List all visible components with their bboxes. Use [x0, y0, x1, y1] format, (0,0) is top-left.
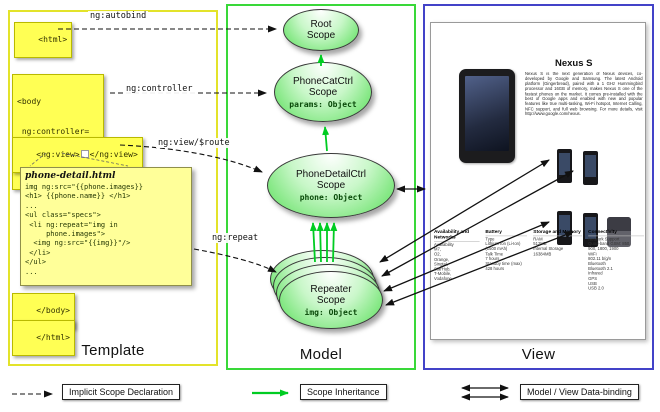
code-line: <li ng:repeat="img in [25, 220, 118, 229]
spec-body: Network Support Quad-band GSM: 850, 900,… [588, 237, 631, 291]
spec-header: Connectivity [588, 229, 644, 237]
body-open-line2: ng:controller= [17, 127, 90, 136]
view-slot-placeholder [80, 150, 89, 158]
code-line: </ul> [25, 258, 47, 267]
spec-header: Storage and Memory [533, 229, 583, 237]
body-close-text: </body> [36, 306, 70, 315]
phonecat-scope-prop: params: Object [289, 99, 357, 109]
legend-data-binding: Model / View Data-binding [520, 384, 639, 400]
html-open-text: <html> [38, 35, 68, 44]
spec-column-availability: Availability and Networks Availability M… [434, 229, 480, 292]
phone-detail-code-box: phone-detail.html img ng:src="{{phone.im… [20, 167, 192, 286]
spec-column-connectivity: Connectivity Network Support Quad-band G… [588, 229, 644, 292]
view-page-title: Nexus S [555, 58, 593, 69]
view-page-description: Nexus S is the next generation of Nexus … [525, 72, 643, 117]
model-panel-label: Model [299, 346, 343, 363]
ng-view-open-text: <ng:view> [36, 150, 80, 159]
repeater-scope-ellipse: Repeater Scope img: Object [279, 271, 383, 329]
ng-controller-label: ng:controller [124, 84, 195, 94]
legend-dashed-arrow-icon [12, 390, 53, 398]
thumbnail-screen [559, 153, 570, 175]
phone-thumbnail [557, 149, 572, 183]
view-panel-label: View [521, 346, 556, 363]
ng-autobind-label: ng:autobind [88, 11, 149, 21]
thumbnail-screen [585, 155, 596, 177]
spec-header: Availability and Networks [434, 229, 480, 242]
phone-thumbnail [583, 151, 598, 185]
root-scope-ellipse: Root Scope [283, 9, 359, 51]
legend-scope-inheritance: Scope Inheritance [300, 384, 387, 400]
phonedetail-scope-prop: phone: Object [299, 193, 363, 202]
spec-header: Battery [485, 229, 528, 237]
code-box-title: phone-detail.html [25, 171, 116, 181]
phone-thumbnail [583, 213, 598, 247]
code-line: <img ng:src="{{img}}"/> [25, 239, 131, 248]
spec-column-battery: Battery Type Lithium Ion (Li-Ion) (1500 … [485, 229, 528, 292]
phonecat-scope-ellipse: PhoneCatCtrl Scope params: Object [274, 62, 372, 122]
repeater-scope-prop: img: Object [304, 307, 358, 317]
phone-image [459, 69, 515, 163]
html-close-text: </html> [36, 333, 70, 342]
legend-implicit-scope: Implicit Scope Declaration [62, 384, 181, 400]
repeater-scope-name: Repeater Scope [310, 283, 352, 306]
phone-screen [465, 76, 509, 151]
phone-thumbnail-flip [607, 217, 631, 247]
view-page: Nexus S Nexus S is the next generation o… [430, 22, 646, 340]
code-line: phone.images"> [25, 230, 106, 239]
root-scope-name: Root Scope [306, 19, 336, 41]
phonecat-scope-name: PhoneCatCtrl Scope [292, 75, 354, 98]
code-line: ... [25, 267, 38, 276]
html-open-tag: <html> [14, 22, 73, 58]
thumbnail-screen [585, 217, 596, 239]
thumbnail-flip-lid [607, 217, 631, 231]
template-panel-label: Template [81, 342, 145, 359]
body-open-line1: <body [17, 97, 42, 106]
phonedetail-scope-name: PhoneDetailCtrl Scope [295, 169, 367, 191]
html-close-tag: </html> [12, 320, 75, 356]
spec-column-storage: Storage and Memory RAM 512MB Internal St… [533, 229, 583, 292]
ng-view-close-text: </ng:view> [89, 150, 138, 159]
code-line: </li> [25, 248, 51, 257]
legend-green-arrow-icon [252, 389, 289, 397]
code-line: ... [25, 201, 38, 210]
phonedetail-scope-ellipse: PhoneDetailCtrl Scope phone: Object [267, 153, 395, 218]
spec-body: RAM 512MB Internal Storage 16384MB [533, 237, 564, 257]
spec-body: Availability M7, O2, Orange, Singtel, St… [434, 242, 454, 282]
code-line: <h1> {{phone.name}} </h1> [25, 192, 131, 201]
code-line: img ng:src="{{phone.images}} [25, 183, 144, 191]
spec-body: Type Lithium Ion (Li-Ion) (1500 mAh) Tal… [485, 237, 522, 272]
ng-repeat-label: ng:repeat [210, 233, 261, 243]
ng-view-route-label: ng:view/$route [156, 138, 232, 148]
code-line: <ul class="specs"> [25, 211, 101, 220]
spec-tables: Availability and Networks Availability M… [434, 229, 644, 292]
legend-double-arrow-icon [461, 384, 509, 401]
